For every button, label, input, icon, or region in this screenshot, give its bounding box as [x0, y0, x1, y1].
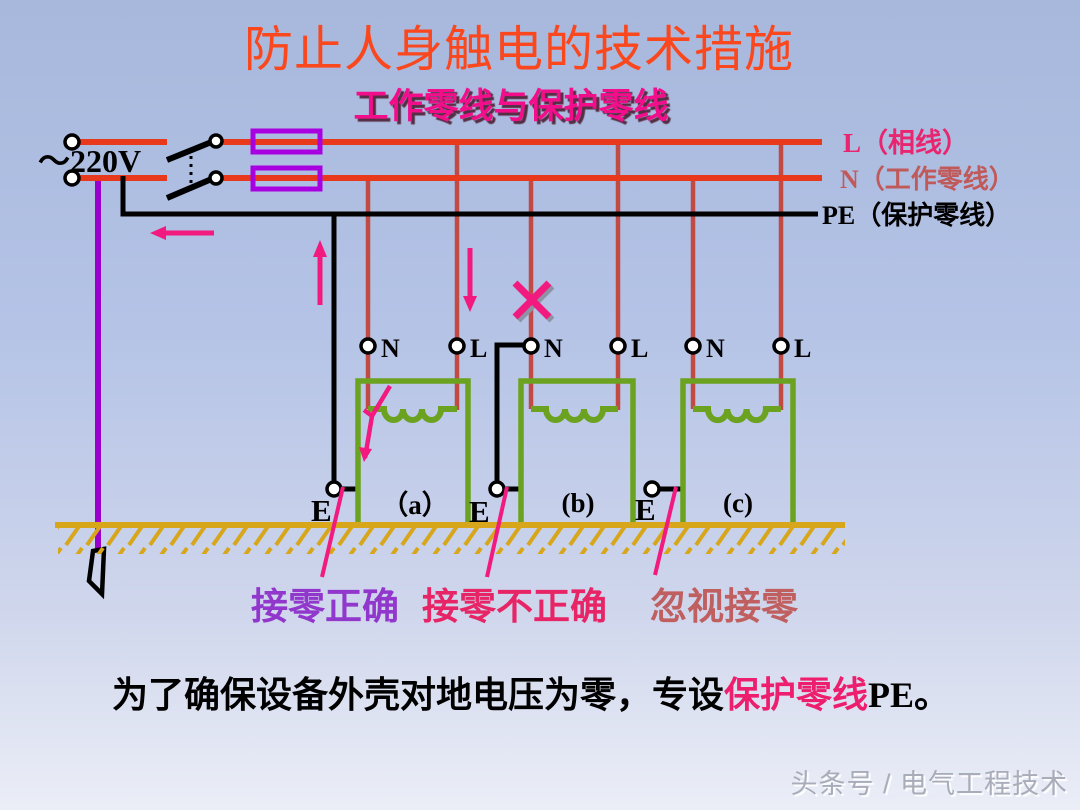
- terminal-a-l: [448, 337, 466, 355]
- device-c-coil: [693, 406, 781, 424]
- device-c-box: [680, 378, 796, 525]
- terminal-label-a-n: N: [381, 334, 400, 363]
- terminal-c-e: [643, 480, 661, 498]
- earth-label-a: E: [311, 493, 332, 528]
- device-b-box: [518, 378, 636, 525]
- fuse-l-icon: [250, 128, 323, 155]
- pe-current-arrowhead-icon: [150, 226, 166, 240]
- pe-main: [120, 176, 818, 217]
- terminal-b-l: [609, 337, 627, 355]
- up-current-arrowhead-icon: [313, 240, 327, 257]
- switch-contact-bottom: [208, 170, 224, 186]
- conclusion-part1: 为了确保设备外壳对地电压为零，专设: [112, 675, 725, 715]
- source-terminal-n: [63, 169, 81, 187]
- fuse-n-icon: [250, 165, 323, 192]
- appliance-boxes: [355, 378, 796, 525]
- terminal-b-e: [488, 480, 506, 498]
- watermark: 头条号 / 电气工程技术: [790, 769, 1068, 799]
- drop-wires: [365, 142, 784, 410]
- ground-electrode-icon: [86, 546, 107, 600]
- source-terminal-l: [63, 133, 81, 151]
- terminal-label-b-n: N: [544, 334, 563, 363]
- caption-ignored: 忽视接零: [650, 586, 799, 628]
- conclusion-part2: PE。: [868, 675, 951, 715]
- pe-line-label: PE（保护零线）: [822, 201, 1011, 230]
- earth-label-b: E: [469, 494, 490, 529]
- page-title: 防止人身触电的技术措施: [243, 23, 794, 77]
- caption-incorrect: 接零不正确: [422, 586, 607, 628]
- break-cross-icon: [512, 280, 552, 320]
- fault-lightning-arrowhead-icon: [359, 447, 372, 462]
- l-line-label: L（相线）: [843, 128, 969, 158]
- terminal-label-c-l: L: [794, 334, 811, 363]
- conclusion-text: 为了确保设备外壳对地电压为零，专设保护零线PE。: [112, 666, 1072, 718]
- switch-contact-top: [208, 133, 224, 149]
- fault-lightning-icon: [362, 384, 392, 459]
- terminal-c-l: [772, 337, 790, 355]
- device-c-name: (c): [723, 488, 753, 518]
- case-wire-b: [494, 342, 525, 483]
- conclusion-highlight: 保护零线: [724, 675, 869, 715]
- n-line-label: N（工作零线）: [840, 165, 1015, 194]
- terminal-a-n: [359, 337, 377, 355]
- page-subtitle: 工作零线与保护零线: [353, 87, 669, 126]
- source-voltage-label: ～220V: [38, 143, 141, 179]
- terminal-b-n: [522, 337, 540, 355]
- device-b-name: (b): [562, 488, 595, 518]
- device-a-coil: [368, 406, 457, 423]
- earth-hatching: [58, 528, 845, 554]
- pe-line: [120, 176, 818, 492]
- earth-label-c: E: [635, 492, 656, 527]
- switch: [165, 133, 224, 201]
- device-a-name: （a）: [381, 490, 449, 520]
- device-b-coil: [531, 406, 618, 423]
- pointer-caption-b: [485, 486, 509, 578]
- caption-correct: 接零正确: [251, 586, 399, 628]
- terminal-label-b-l: L: [631, 334, 648, 363]
- annotations: [150, 226, 678, 578]
- down-current-arrowhead-icon: [463, 296, 477, 312]
- device-a-box: [355, 378, 471, 525]
- terminals: [325, 337, 790, 498]
- terminal-c-n: [684, 337, 702, 355]
- terminal-label-a-l: L: [470, 334, 487, 363]
- terminal-label-c-n: N: [706, 334, 725, 363]
- pointer-caption-c: [653, 486, 678, 576]
- appliance-coils: [368, 406, 781, 424]
- pointer-caption-a: [320, 486, 345, 578]
